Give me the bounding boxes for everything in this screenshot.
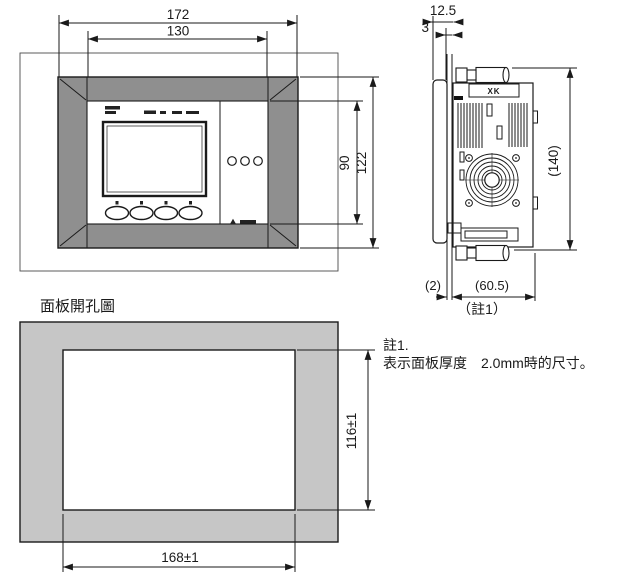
side-dim-lines-bottom — [436, 253, 536, 301]
rear-tab-bottom — [532, 196, 538, 210]
vent-slats-left — [457, 103, 483, 148]
indicator-lamp-2 — [240, 156, 250, 166]
cutout-dim-lines-right — [297, 349, 375, 511]
mounting-screw-bottom — [455, 244, 510, 262]
dim-height-side: (140) — [546, 145, 561, 177]
side-dim-lines-right — [512, 67, 577, 251]
front-keys — [104, 205, 203, 221]
indicator-lamp-3 — [253, 156, 263, 166]
caution-label-mark — [230, 218, 256, 224]
case-screws — [465, 154, 520, 207]
side-nameplate-text: XK — [487, 87, 500, 96]
button-label-marks — [115, 201, 192, 205]
dim-body-depth: (60.5) — [475, 278, 509, 293]
dim-height-outer: 122 — [354, 152, 369, 175]
dim-front-depth: 12.5 — [430, 3, 456, 18]
mounting-screw-top — [455, 66, 510, 84]
side-bezel-profile — [432, 79, 448, 244]
indicator-lamp-1 — [227, 156, 237, 166]
cutout-dim-height: 116±1 — [344, 413, 359, 449]
side-panel-plate — [446, 54, 453, 300]
side-black-mark — [454, 96, 463, 100]
rear-tab-top — [532, 110, 538, 124]
lcd-screen-inner — [106, 125, 203, 193]
side-body — [452, 82, 534, 248]
front-dim-lines-top — [58, 15, 298, 77]
bottom-bar-inner — [464, 230, 508, 239]
front-dim-lines-right — [270, 76, 379, 249]
cooling-fan — [465, 153, 519, 207]
side-dim-lines-top — [422, 16, 464, 80]
key-3 — [153, 205, 179, 221]
front-view: 172 130 90 122 — [19, 7, 379, 272]
side-nameplate — [468, 83, 520, 98]
cutout-hole — [62, 349, 296, 511]
dim-panel-thickness: (2) — [425, 278, 441, 293]
dim-height-inner: 90 — [337, 155, 352, 170]
dim-width-outer: 172 — [167, 7, 190, 22]
fan-hub — [484, 172, 500, 188]
bottom-bar — [460, 227, 519, 242]
dim-gap: 3 — [421, 20, 429, 35]
brand-logo-mark — [105, 106, 120, 114]
dim-width-inner: 130 — [167, 24, 190, 39]
status-indicator-marks — [144, 110, 199, 114]
key-1 — [104, 205, 130, 221]
note-line1: 註1. — [383, 337, 409, 353]
indicator-lamps — [227, 156, 263, 166]
note-block: 註1. 表示面板厚度 2.0mm時的尺寸。 — [383, 337, 594, 371]
panel-cutout-view: 面板開孔圖 116±1 168±1 — [19, 297, 375, 572]
vent-slats-right — [508, 103, 528, 147]
cutout-title: 面板開孔圖 — [40, 297, 115, 315]
key-2 — [129, 205, 154, 221]
side-view: XK — [421, 3, 577, 317]
note-line2: 表示面板厚度 2.0mm時的尺寸。 — [383, 355, 594, 371]
cutout-dim-lines-bottom — [62, 514, 296, 572]
bezel-corner-marks — [59, 77, 297, 248]
cutout-dim-width: 168±1 — [161, 550, 198, 565]
key-4 — [178, 205, 203, 221]
side-detail-rects — [459, 103, 503, 181]
side-note-ref: （註1） — [457, 301, 507, 317]
